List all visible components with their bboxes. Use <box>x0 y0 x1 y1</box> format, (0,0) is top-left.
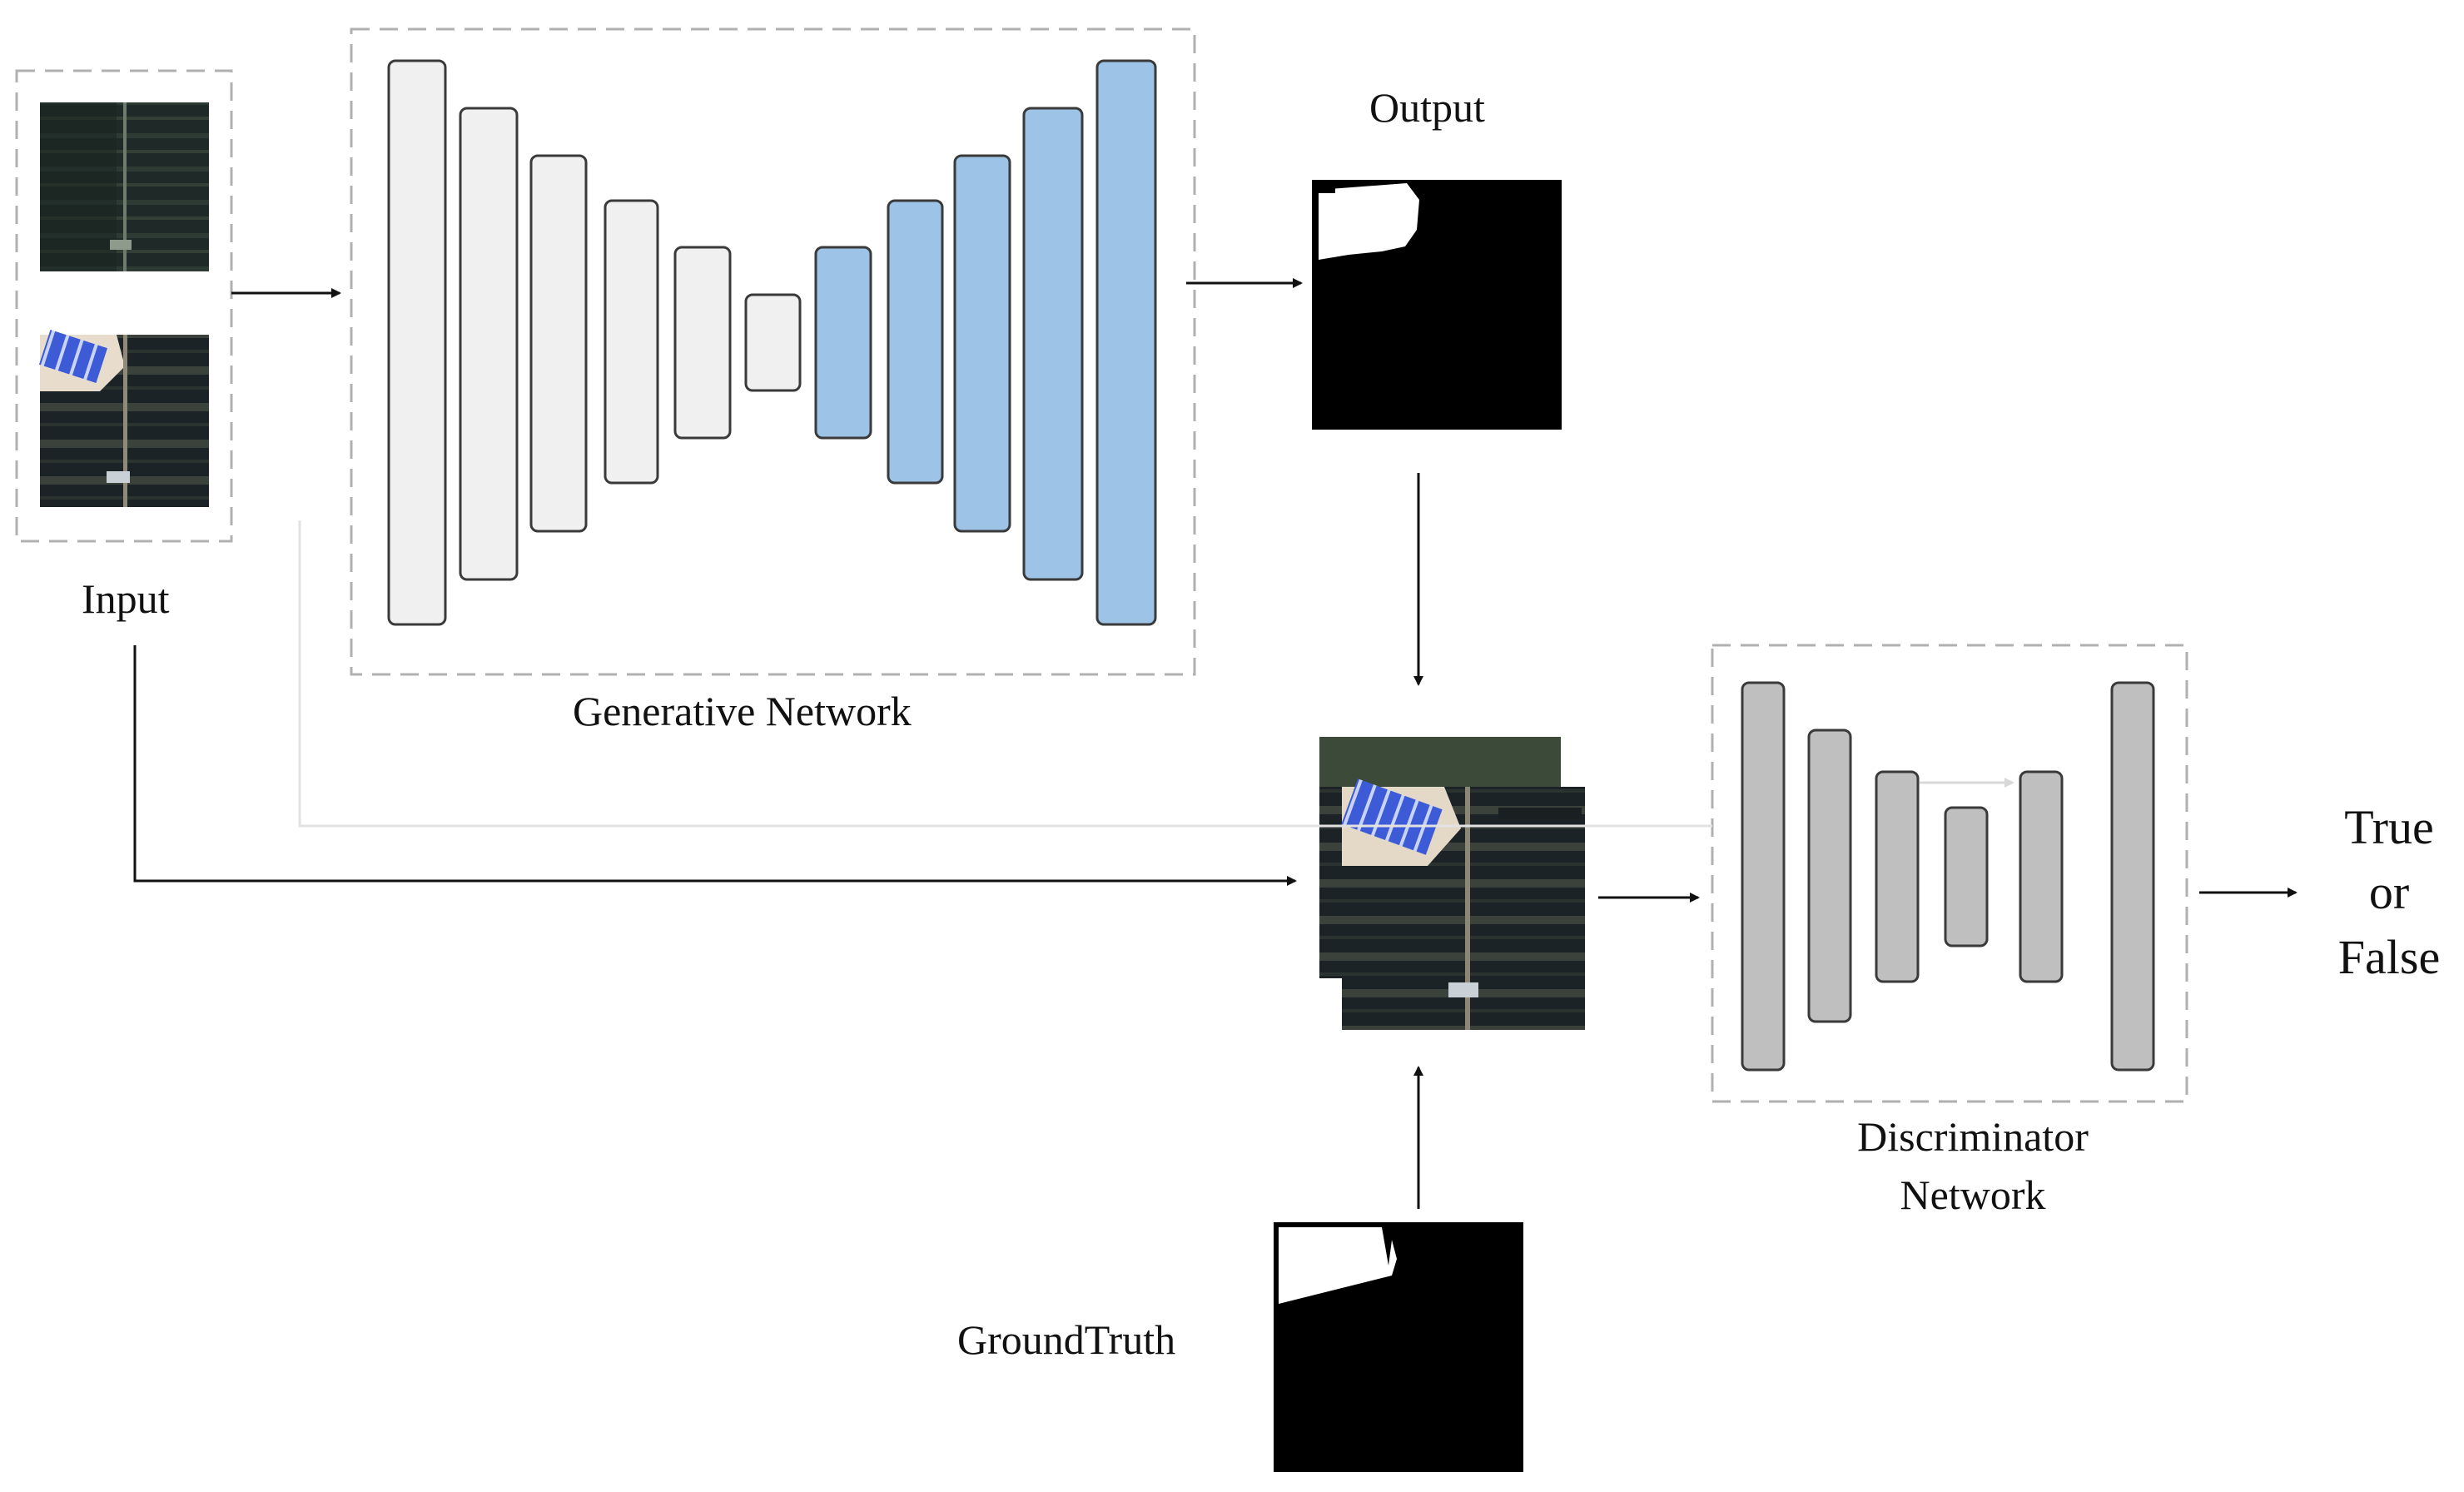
light-connector-line <box>298 520 1712 828</box>
discriminator-network-group <box>1711 644 2188 1103</box>
decoder-block-2 <box>887 199 944 485</box>
discriminator-block-2 <box>1807 729 1852 1023</box>
discriminator-label-line-1: Discriminator <box>1857 1113 2089 1160</box>
discriminator-block-1 <box>1741 681 1786 1072</box>
encoder-block-4 <box>604 199 659 485</box>
ground-truth-label: GroundTruth <box>957 1316 1176 1363</box>
discriminator-network-frame <box>1711 644 2188 1103</box>
discriminator-input-stack <box>1319 737 1585 1030</box>
generative-network-label: Generative Network <box>573 688 912 734</box>
result-label-line-1: True <box>2344 800 2434 854</box>
encoder-block-1 <box>387 59 447 626</box>
discriminator-block-4 <box>1944 806 1989 947</box>
decoder-block-3 <box>953 154 1011 533</box>
input-group <box>15 69 233 543</box>
decoder-block-5 <box>1095 59 1157 626</box>
encoder-block-3 <box>529 154 588 533</box>
input-satellite-image-1 <box>40 102 209 271</box>
discriminator-block-3 <box>1875 770 1920 983</box>
generative-network-frame <box>350 27 1196 676</box>
arrow-input-to-discriminator-input <box>133 645 1297 886</box>
input-satellite-image-2 <box>38 329 209 507</box>
input-frame <box>15 69 233 543</box>
result-label-line-2: or <box>2368 865 2410 919</box>
connector-arrows <box>133 278 2298 1209</box>
encoder-block-5 <box>673 246 732 440</box>
output-label: Output <box>1369 84 1485 131</box>
encoder-block-6 <box>744 293 802 392</box>
decoder-block-1 <box>814 246 872 440</box>
discriminator-network-label: Discriminator Network <box>1806 1107 2139 1224</box>
discriminator-block-6 <box>2110 681 2155 1072</box>
discriminator-block-5 <box>2019 770 2064 983</box>
input-label: Input <box>82 575 170 622</box>
output-mask <box>1312 180 1562 430</box>
result-label-line-3: False <box>2337 930 2441 984</box>
generative-network-group <box>350 27 1196 676</box>
result-label: True or False <box>2314 795 2464 990</box>
discriminator-input-image <box>1341 778 1585 1030</box>
encoder-block-2 <box>459 107 519 581</box>
decoder-block-4 <box>1022 107 1084 581</box>
ground-truth-mask <box>1274 1222 1523 1472</box>
discriminator-label-line-2: Network <box>1900 1171 2046 1218</box>
